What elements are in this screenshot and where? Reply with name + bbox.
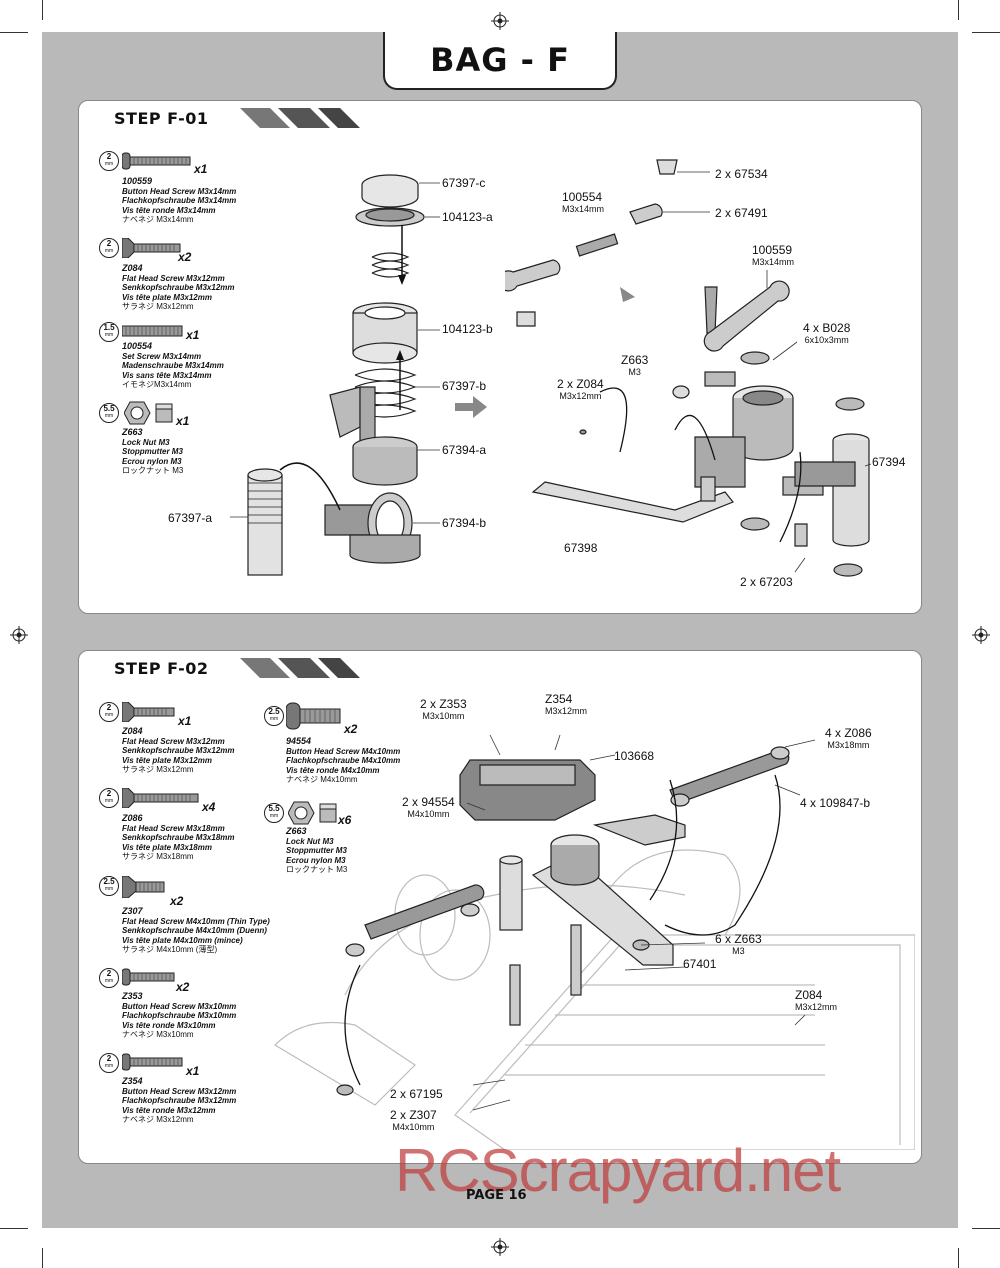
- button-head-screw-icon: [122, 1053, 183, 1071]
- part-quantity: x6: [338, 813, 352, 827]
- assembly-arrow-icon: [455, 396, 487, 418]
- crop-mark: [42, 1248, 43, 1268]
- callout-label: 2 x 67203: [740, 575, 793, 589]
- step-f02-title: STEP F-02: [114, 659, 209, 678]
- step-f01-panel: [78, 100, 922, 614]
- callout-label: 67398: [564, 541, 598, 555]
- callout-label: 2 x 67534: [715, 167, 768, 181]
- lock-nut-icon: [288, 801, 337, 825]
- crop-mark: [958, 0, 959, 20]
- flat-head-screw-icon: [122, 702, 175, 722]
- callout-label: 104123-b: [442, 322, 493, 336]
- flat-head-screw-icon: [122, 876, 165, 898]
- lock-nut-icon: [124, 401, 173, 425]
- callout-label: 104123-a: [442, 210, 493, 224]
- callout-label: 67397-c: [442, 176, 486, 190]
- button-head-screw-icon: [122, 968, 175, 986]
- step-title-stripes: [240, 108, 360, 128]
- crop-mark: [972, 32, 1000, 33]
- part-quantity: x2: [344, 722, 358, 736]
- callout-label: 67394-a: [442, 443, 487, 457]
- button-head-screw-icon: [286, 702, 341, 730]
- crop-mark: [972, 1228, 1000, 1229]
- step-title-stripes: [240, 658, 360, 678]
- registration-mark-left: [10, 626, 28, 644]
- set-screw-icon: [122, 325, 183, 337]
- bag-title-tab: BAG - F: [383, 32, 617, 90]
- button-head-screw-icon: [122, 152, 191, 170]
- callout-label: 2 x 67195: [390, 1087, 443, 1101]
- callout-label: 103668: [614, 749, 655, 763]
- callout-label: 67394: [872, 455, 906, 469]
- crop-mark: [0, 32, 28, 33]
- part-quantity: x2: [170, 894, 184, 908]
- crop-mark: [0, 1228, 28, 1229]
- crop-mark: [958, 1248, 959, 1268]
- flat-head-screw-icon: [122, 788, 199, 808]
- part-quantity: x1: [186, 1064, 200, 1078]
- part-quantity: x4: [202, 800, 216, 814]
- bag-title: BAG - F: [430, 41, 570, 79]
- page-number: PAGE 16: [466, 1188, 527, 1203]
- part-quantity: x1: [186, 328, 200, 342]
- registration-mark-top: [491, 12, 509, 30]
- steering-linkage-exploded-drawing: [505, 159, 872, 577]
- part-quantity: x2: [178, 250, 192, 264]
- flat-head-screw-icon: [122, 238, 181, 258]
- part-quantity: x1: [194, 162, 208, 176]
- servo-saver-exploded-drawing: [230, 174, 440, 576]
- step-f01-title: STEP F-01: [114, 109, 209, 128]
- part-quantity: x2: [176, 980, 190, 994]
- callout-label: 2 x 67491: [715, 206, 768, 220]
- registration-mark-bottom: [491, 1238, 509, 1256]
- registration-mark-right: [972, 626, 990, 644]
- callout-label: 67394-b: [442, 516, 487, 530]
- watermark: RCScrapyard.net: [395, 1137, 841, 1204]
- callout-label: 4 x 109847-b: [800, 796, 871, 810]
- callout-label: 67401: [683, 957, 717, 971]
- part-quantity: x1: [176, 414, 190, 428]
- crop-mark: [42, 0, 43, 20]
- chassis-steering-assembly-drawing: [274, 734, 915, 1150]
- callout-label: 67397-b: [442, 379, 487, 393]
- callout-label: 67397-a: [168, 511, 213, 525]
- part-quantity: x1: [178, 714, 192, 728]
